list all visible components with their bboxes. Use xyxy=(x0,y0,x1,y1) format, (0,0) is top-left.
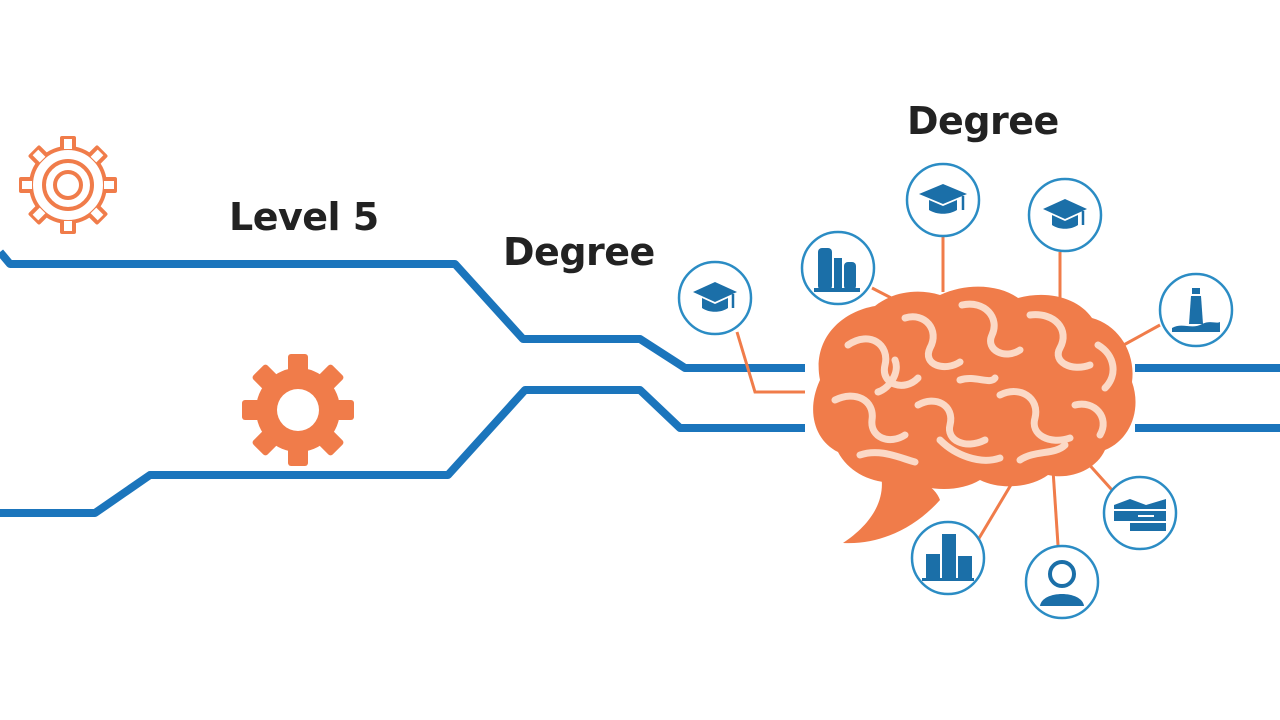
graduation-cap-icon xyxy=(677,260,753,336)
upper-pathway xyxy=(0,249,805,372)
gear-outline-icon xyxy=(19,136,117,234)
lighthouse-icon xyxy=(1158,272,1234,348)
factory-icon xyxy=(800,230,876,306)
graduation-cap-icon xyxy=(1027,177,1103,253)
circuit-lines xyxy=(0,249,1280,517)
degree-label-top: Degree xyxy=(907,99,1059,143)
bridge-icon xyxy=(1102,475,1178,551)
graduation-cap-icon xyxy=(905,162,981,238)
gear-solid-icon xyxy=(242,354,354,466)
level-5-label: Level 5 xyxy=(229,195,379,239)
brain-folds xyxy=(831,300,1117,466)
brain-stem xyxy=(843,470,940,544)
lower-pathway xyxy=(0,386,805,517)
building-icon xyxy=(910,520,986,596)
degree-label-middle: Degree xyxy=(503,230,655,274)
brain-illustration xyxy=(813,286,1136,544)
icon-badges xyxy=(677,162,1234,620)
worker-icon xyxy=(1024,544,1100,620)
